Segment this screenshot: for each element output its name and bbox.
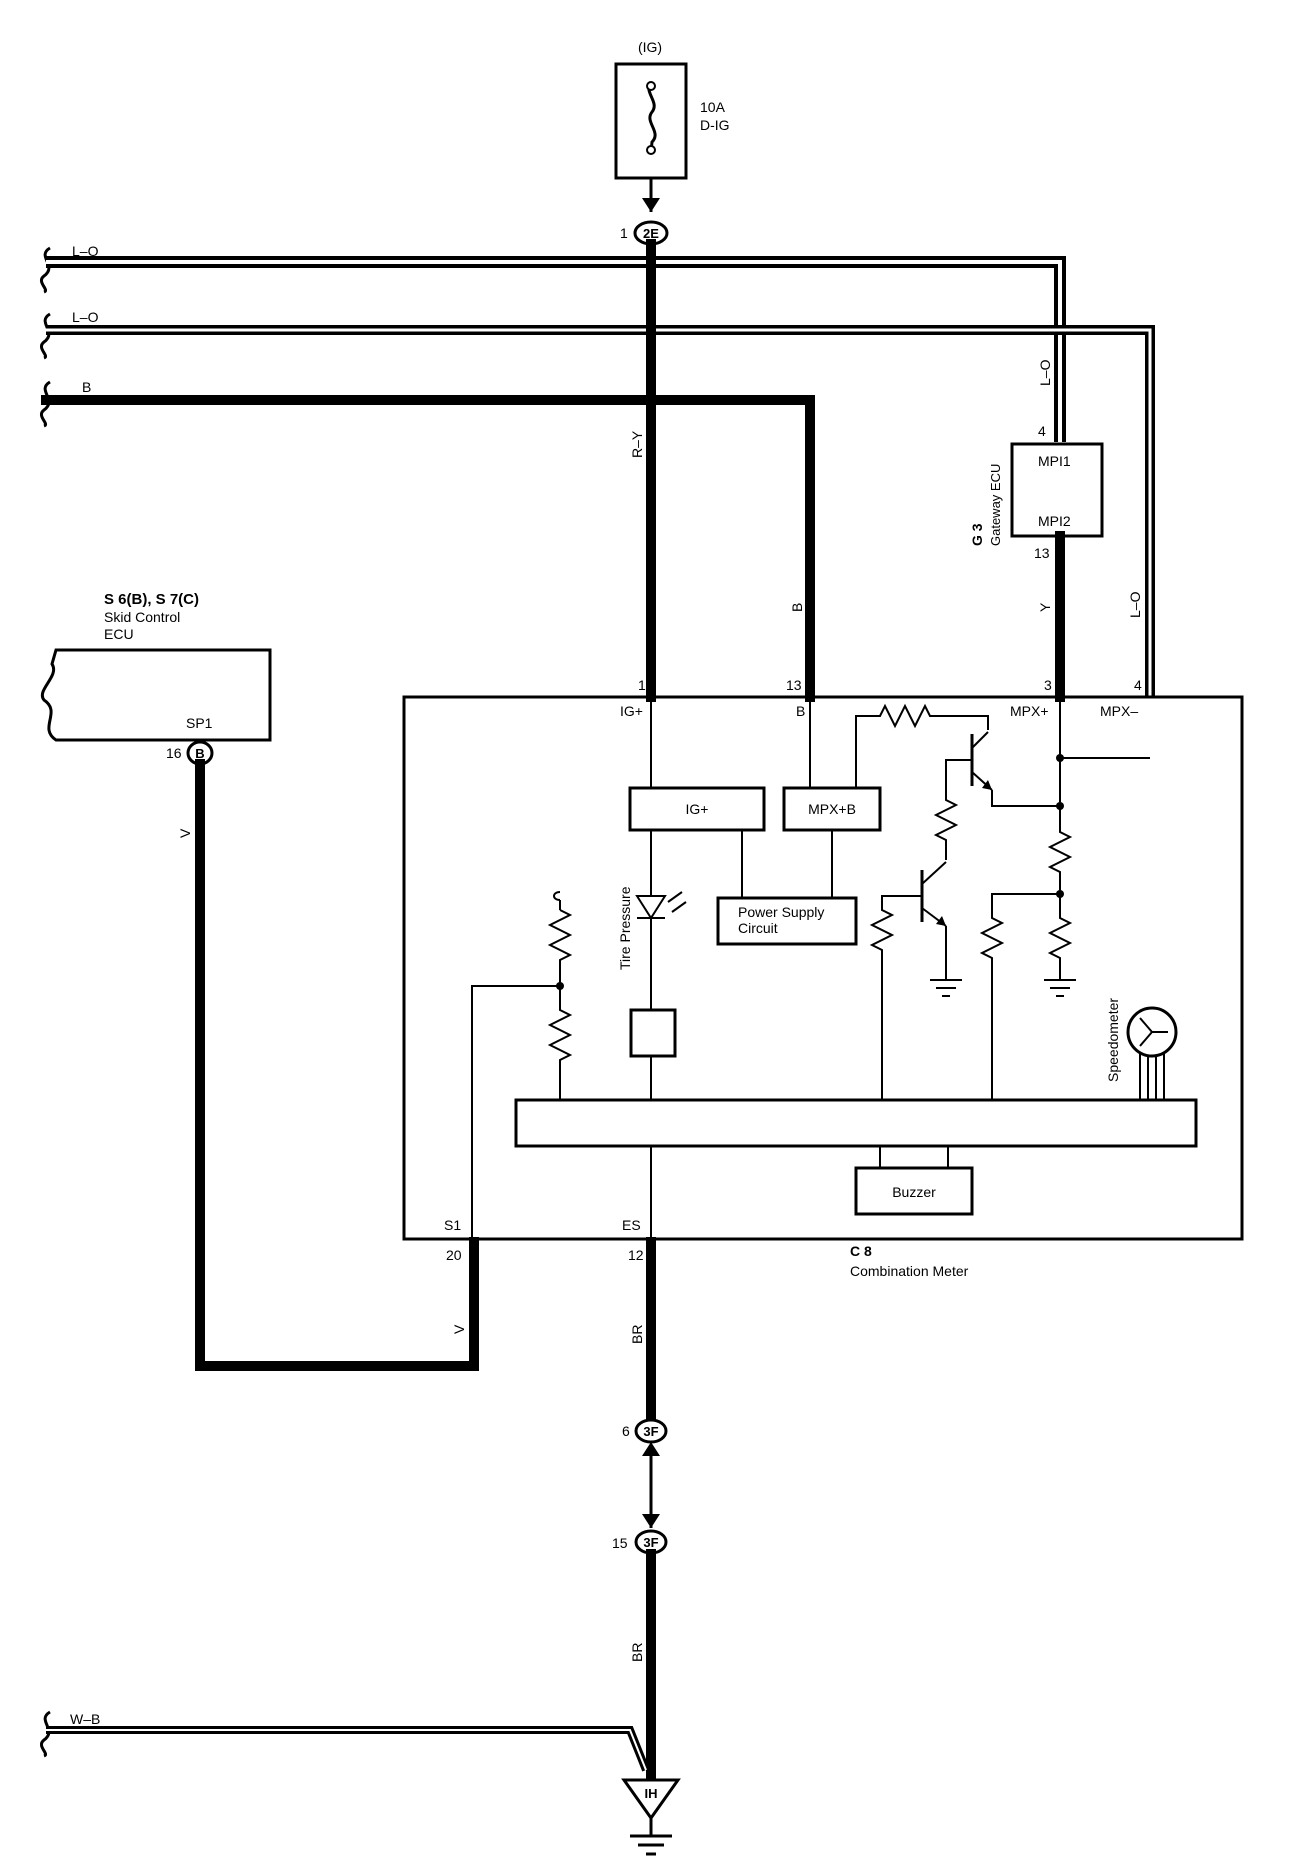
meter-ic-bar (514, 1098, 1198, 1148)
skid-control-ecu: S 6(B), S 7(C) Skid Control ECU SP1 16 B (40, 591, 272, 766)
connector-3f-top-pin: 6 (622, 1423, 630, 1439)
gateway-pin-mpi2: 13 (1034, 545, 1050, 561)
mpxb-block-label: MPX+B (808, 801, 856, 817)
gateway-ecu: L–O 4 MPI1 MPI2 G 3 Gateway ECU 13 (969, 359, 1104, 561)
ig-plus-block (628, 786, 766, 832)
meter-pin-ig: 1 (638, 677, 646, 693)
tire-pressure-led-icon (635, 895, 667, 920)
gateway-term-mpi2: MPI2 (1038, 513, 1071, 529)
skid-ecu-pin: 16 (166, 745, 182, 761)
wire-v (195, 759, 479, 1371)
meter-pin-s1: 20 (446, 1247, 462, 1263)
wire-ry-label: R–Y (629, 430, 645, 458)
ground-triangle-icon (621, 1778, 681, 1821)
tire-pressure-driver (629, 1008, 677, 1058)
lower-left-resistor (869, 895, 922, 1100)
gateway-pin-mpi1: 4 (1038, 423, 1046, 439)
power-supply-circuit (716, 896, 858, 946)
arrow-down-icon-2 (642, 1514, 660, 1528)
tire-pressure-label: Tire Pressure (617, 886, 633, 970)
meter-outline (402, 695, 1244, 1241)
wire-lo-3-label: L–O (1037, 359, 1053, 386)
fuse-d-ig: (IG) 10A D-IG (614, 39, 730, 180)
meter-pin-b: 13 (786, 677, 802, 693)
wire-br-2-label: BR (629, 1643, 645, 1662)
fuse-element-icon (647, 81, 657, 153)
meter-term-mpx-plus: MPX+ (1010, 703, 1049, 719)
connector-3f-bottom-pin: 15 (612, 1535, 628, 1551)
gateway-ref: G 3 (969, 523, 985, 546)
skid-ecu-name-2: ECU (104, 626, 134, 642)
right-pulldown-resistor (979, 893, 1060, 1100)
meter-term-s1: S1 (444, 1217, 461, 1233)
power-supply-label-2: Circuit (738, 920, 778, 936)
base-resistor (933, 759, 972, 860)
meter-pin-mpx-minus: 4 (1134, 677, 1142, 693)
skid-ecu-connector-id: B (195, 746, 204, 761)
meter-pin-es: 12 (628, 1247, 644, 1263)
gateway-name: Gateway ECU (988, 464, 1003, 546)
skid-ecu-name-1: Skid Control (104, 609, 180, 625)
wire-lo-1: L–O (46, 243, 1066, 442)
mpx-series-resistor (855, 703, 989, 788)
wire-v-1-label: V (177, 828, 193, 838)
combination-meter: 1 13 3 4 IG+ B MPX+ MPX– IG+ MPX+B Power… (402, 677, 1244, 1279)
wire-y-1-label: Y (1037, 602, 1053, 612)
meter-term-b: B (796, 703, 805, 719)
meter-term-mpx-minus: MPX– (1100, 703, 1138, 719)
fuse-name-label: D-IG (700, 117, 730, 133)
connector-3f-bottom: 15 3F (612, 1529, 668, 1555)
ground-ih: IH (621, 1778, 681, 1856)
meter-term-ig: IG+ (620, 703, 643, 719)
connector-2e-id: 2E (643, 226, 659, 241)
connector-3f-top: 6 3F (622, 1418, 668, 1444)
wire-v-2-label: V (451, 1324, 467, 1334)
meter-name: Combination Meter (850, 1263, 969, 1279)
fuse-rating-label: 10A (700, 99, 726, 115)
connector-2e: 1 2E (620, 220, 669, 246)
arrow-down-icon (642, 198, 660, 212)
right-resistor-bottom (1047, 894, 1073, 980)
connector-3f-top-id: 3F (643, 1424, 658, 1439)
skid-ecu-terminal: SP1 (186, 715, 213, 731)
connector-2e-pin: 1 (620, 225, 628, 241)
ig-plus-block-label: IG+ (686, 801, 709, 817)
gateway-term-mpi1: MPI1 (1038, 453, 1071, 469)
speedometer-label: Speedometer (1105, 998, 1121, 1082)
buzzer (854, 1166, 974, 1216)
s1-resistor-bottom (547, 986, 573, 1100)
break-marks (39, 246, 51, 1758)
meter-pin-mpx-plus: 3 (1044, 677, 1052, 693)
meter-ref: C 8 (850, 1243, 872, 1259)
s1-resistor-top (547, 909, 573, 986)
wire-wb: W–B (46, 1711, 650, 1772)
power-supply-label-1: Power Supply (738, 904, 824, 920)
gateway-ecu-box (1010, 442, 1104, 538)
wire-lo-2-label: L–O (72, 309, 99, 325)
meter-term-es: ES (622, 1217, 641, 1233)
connector-3f-bottom-id: 3F (643, 1535, 658, 1550)
wire-b-2-label: B (789, 603, 805, 612)
skid-ecu-box (40, 648, 272, 742)
skid-ecu-ref: S 6(B), S 7(C) (104, 591, 199, 608)
wire-lo-2: L–O (46, 309, 1155, 697)
ground-id: IH (645, 1786, 658, 1801)
fuse-supply-label: (IG) (638, 39, 662, 55)
wire-b-1-label: B (82, 379, 91, 395)
buzzer-label: Buzzer (892, 1184, 936, 1200)
wire-b-1: B (41, 379, 815, 702)
wire-wb-label: W–B (70, 1711, 100, 1727)
wire-br-1-label: BR (629, 1325, 645, 1344)
arrow-up-icon (642, 1442, 660, 1456)
right-resistor-top (1047, 806, 1073, 894)
wire-lo-1-label: L–O (72, 243, 99, 259)
wire-lo-4-label: L–O (1127, 591, 1143, 618)
